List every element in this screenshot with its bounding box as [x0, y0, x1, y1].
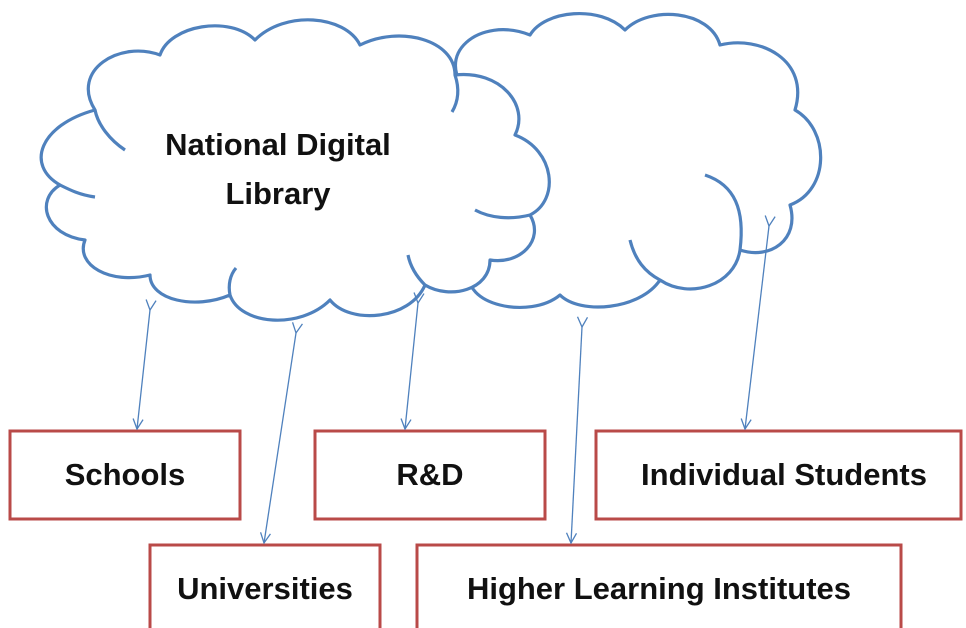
higher-learning-box: Higher Learning Institutes	[415, 543, 903, 628]
diagram-title-line-2: Library	[225, 176, 331, 211]
rnd-link-arrow	[405, 303, 418, 429]
universities-box: Universities	[148, 543, 382, 628]
universities-link-arrow	[264, 333, 296, 543]
universities-label: Universities	[177, 571, 353, 606]
schools-link-arrow	[137, 310, 150, 429]
higher-learning-label: Higher Learning Institutes	[467, 571, 851, 606]
individual-students-box: Individual Students	[594, 429, 963, 521]
schools-box: Schools	[8, 429, 242, 521]
rnd-box: R&D	[313, 429, 547, 521]
diagram-title-line-1: National Digital	[165, 127, 391, 162]
front-cloud	[39, 18, 551, 322]
individual-students-link-arrow	[745, 226, 769, 429]
rnd-label: R&D	[396, 457, 463, 492]
schools-label: Schools	[65, 457, 186, 492]
individual-students-label: Individual Students	[641, 457, 927, 492]
higher-learning-link-arrow	[571, 327, 582, 543]
